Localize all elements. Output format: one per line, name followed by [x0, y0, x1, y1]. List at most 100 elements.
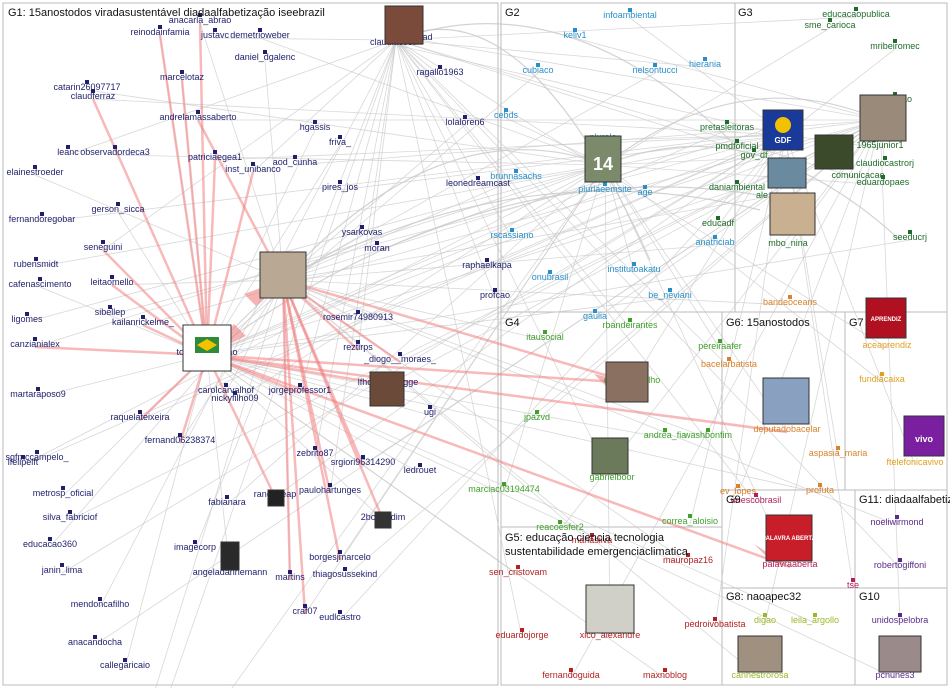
node-marker[interactable] — [418, 463, 422, 467]
node-marker[interactable] — [113, 145, 117, 149]
avatar-canhestrorosa[interactable] — [737, 635, 783, 673]
node-marker[interactable] — [668, 288, 672, 292]
node-marker[interactable] — [313, 446, 317, 450]
node-marker[interactable] — [33, 165, 37, 169]
node-marker[interactable] — [653, 63, 657, 67]
avatar-gabrielboor[interactable] — [591, 437, 629, 475]
node-marker[interactable] — [40, 212, 44, 216]
node-marker[interactable] — [68, 510, 72, 514]
node-marker[interactable] — [828, 18, 832, 22]
node-marker[interactable] — [706, 428, 710, 432]
avatar-ftelefonicavivo[interactable]: vivo — [903, 415, 945, 457]
node-marker[interactable] — [48, 537, 52, 541]
node-marker[interactable] — [898, 613, 902, 617]
node-marker[interactable] — [688, 514, 692, 518]
node-marker[interactable] — [356, 310, 360, 314]
node-marker[interactable] — [752, 148, 756, 152]
avatar-ale[interactable] — [767, 157, 807, 189]
node-marker[interactable] — [91, 89, 95, 93]
node-marker[interactable] — [632, 262, 636, 266]
node-marker[interactable] — [356, 340, 360, 344]
node-marker[interactable] — [438, 65, 442, 69]
avatar-comunicacao[interactable] — [814, 134, 854, 170]
node-marker[interactable] — [854, 7, 858, 11]
node-marker[interactable] — [288, 570, 292, 574]
node-marker[interactable] — [93, 635, 97, 639]
node-marker[interactable] — [628, 8, 632, 12]
node-marker[interactable] — [141, 315, 145, 319]
avatar-priscilafcruz[interactable] — [259, 251, 307, 299]
node-marker[interactable] — [25, 312, 29, 316]
node-marker[interactable] — [813, 613, 817, 617]
node-marker[interactable] — [193, 540, 197, 544]
node-marker[interactable] — [85, 80, 89, 84]
node-marker[interactable] — [338, 135, 342, 139]
node-marker[interactable] — [716, 216, 720, 220]
node-marker[interactable] — [108, 305, 112, 309]
node-marker[interactable] — [263, 50, 267, 54]
node-marker[interactable] — [313, 120, 317, 124]
node-marker[interactable] — [61, 486, 65, 490]
node-marker[interactable] — [520, 628, 524, 632]
node-marker[interactable] — [504, 108, 508, 112]
node-marker[interactable] — [298, 383, 302, 387]
node-marker[interactable] — [818, 483, 822, 487]
node-marker[interactable] — [463, 115, 467, 119]
avatar-pcnunes3[interactable] — [878, 635, 922, 673]
node-marker[interactable] — [725, 120, 729, 124]
node-marker[interactable] — [110, 275, 114, 279]
node-marker[interactable] — [502, 482, 506, 486]
node-marker[interactable] — [303, 604, 307, 608]
node-marker[interactable] — [35, 450, 39, 454]
node-marker[interactable] — [328, 483, 332, 487]
avatar-todoseducacao[interactable] — [182, 324, 232, 372]
node-marker[interactable] — [727, 357, 731, 361]
node-marker[interactable] — [225, 495, 229, 499]
avatar-deputadobacelar[interactable] — [762, 377, 810, 425]
node-marker[interactable] — [788, 295, 792, 299]
node-marker[interactable] — [293, 155, 297, 159]
node-marker[interactable] — [196, 110, 200, 114]
node-marker[interactable] — [21, 455, 25, 459]
node-marker[interactable] — [735, 139, 739, 143]
node-marker[interactable] — [476, 176, 480, 180]
node-marker[interactable] — [251, 162, 255, 166]
avatar-1965junior1[interactable] — [859, 94, 907, 142]
node-marker[interactable] — [343, 567, 347, 571]
node-marker[interactable] — [593, 309, 597, 313]
node-marker[interactable] — [116, 202, 120, 206]
node-marker[interactable] — [703, 57, 707, 61]
node-marker[interactable] — [66, 145, 70, 149]
node-marker[interactable] — [908, 230, 912, 234]
node-marker[interactable] — [883, 156, 887, 160]
node-marker[interactable] — [569, 668, 573, 672]
node-marker[interactable] — [178, 433, 182, 437]
node-marker[interactable] — [493, 288, 497, 292]
node-marker[interactable] — [428, 405, 432, 409]
node-marker[interactable] — [736, 484, 740, 488]
node-marker[interactable] — [663, 428, 667, 432]
node-marker[interactable] — [38, 277, 42, 281]
node-marker[interactable] — [851, 578, 855, 582]
node-marker[interactable] — [224, 383, 228, 387]
node-marker[interactable] — [713, 235, 717, 239]
node-marker[interactable] — [514, 169, 518, 173]
node-marker[interactable] — [258, 28, 262, 32]
node-marker[interactable] — [543, 330, 547, 334]
node-marker[interactable] — [535, 410, 539, 414]
avatar-claudiacostin[interactable] — [384, 5, 424, 45]
avatar-lfhoogerbrugge[interactable] — [369, 371, 405, 407]
node-marker[interactable] — [628, 318, 632, 322]
avatar-mbo-nina[interactable] — [769, 192, 816, 236]
node-marker[interactable] — [881, 175, 885, 179]
node-marker[interactable] — [718, 339, 722, 343]
node-marker[interactable] — [158, 25, 162, 29]
node-marker[interactable] — [880, 372, 884, 376]
node-marker[interactable] — [713, 617, 717, 621]
node-marker[interactable] — [898, 558, 902, 562]
node-marker[interactable] — [510, 228, 514, 232]
node-marker[interactable] — [643, 185, 647, 189]
node-marker[interactable] — [558, 520, 562, 524]
node-marker[interactable] — [98, 597, 102, 601]
node-marker[interactable] — [590, 533, 594, 537]
